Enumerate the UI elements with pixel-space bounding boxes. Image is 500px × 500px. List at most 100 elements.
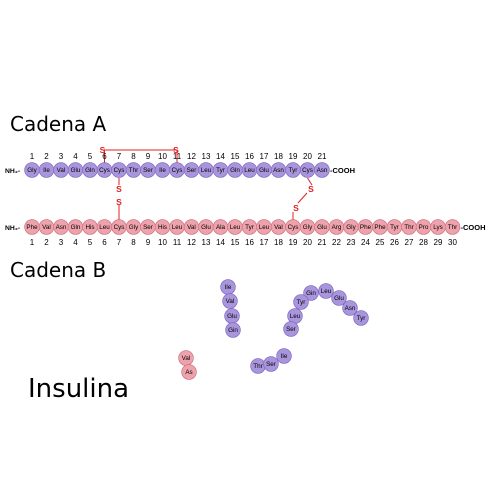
chain-a-residue-16: Leu: [241, 162, 258, 178]
chain-a-residue-7-label: Cys: [114, 167, 125, 174]
chain-b-number-2: 2: [44, 238, 49, 247]
chain-b-residue-8-label: Gly: [129, 224, 139, 231]
chain-a-residue-13-label: Leu: [201, 167, 212, 174]
chain-b-residue-1: Phe: [24, 219, 40, 235]
chain-a-residue-16-label: Leu: [244, 167, 255, 174]
chain-a-residue-20: Cys: [299, 162, 316, 178]
chain-b-residue-1-label: Phe: [26, 224, 38, 231]
chain-a-residue-10: Ile: [154, 162, 171, 178]
chain-a-number-12: 12: [187, 152, 196, 161]
chain-b-residue-5: His: [82, 219, 98, 235]
chain-b-number-5: 5: [88, 238, 93, 247]
chain-a-number-10: 10: [158, 152, 167, 161]
chain-b-residue-21: Glu: [314, 219, 330, 235]
chain-a-residue-1-label: Gly: [27, 167, 37, 174]
chain-b-residue-8: Gly: [125, 219, 142, 235]
chain-b-residue-22: Arg: [328, 219, 345, 235]
fragment-residue-13-bead: [276, 348, 292, 364]
fragment-residue-15: Ser: [263, 356, 279, 372]
chain-b-residue-13-label: Glu: [201, 224, 211, 231]
disulfide-bond-a20-b19-mid: [297, 192, 308, 204]
chain-b-residue-30: Thr: [444, 219, 461, 235]
chain-b-number-1: 1: [30, 238, 35, 247]
chain-b-residue-23: Gly: [343, 219, 359, 235]
chain-b-residue-12-label: Val: [187, 224, 196, 231]
chain-a-residue-10-label: Ile: [159, 167, 166, 174]
chain-b-residue-18-label: Val: [274, 224, 283, 231]
chain-a-number-4: 4: [73, 152, 78, 161]
chain-a-residue-12-label: Ser: [187, 167, 197, 174]
fragment-residue-7: Tyr: [293, 294, 309, 310]
fragment-residue-8-bead: [331, 290, 347, 306]
fragment-residue-2-label: Val: [226, 298, 235, 305]
chain-b-number-6: 6: [102, 238, 107, 247]
chain-b-residue-19: Cys: [285, 219, 301, 235]
chain-b-residue-15-label: Leu: [230, 224, 241, 231]
chain-b-residue-17-label: Leu: [259, 224, 270, 231]
chain-a-number-21: 21: [318, 152, 327, 161]
chain-b-residue-20-label: Gly: [303, 224, 313, 231]
chain-b-residue-24: Phe: [357, 219, 374, 235]
fragment-residue-8-label: Glu: [334, 295, 344, 302]
chain-b-residue-11: Leu: [169, 219, 185, 235]
chain-a-number-8: 8: [131, 152, 136, 161]
chain-b-residue-28: Pro: [415, 219, 432, 235]
fragment-residue-9-label: Leu: [290, 313, 301, 320]
chain-b-residue-10: His: [154, 219, 171, 235]
chain-b-label: Cadena B: [10, 258, 107, 282]
fragment-residue-6: Leu: [318, 283, 334, 299]
chain-b-residue-26-label: Tyr: [390, 224, 399, 231]
sulfur-a6: S: [100, 145, 106, 155]
fragment-residue-5-label: Gin: [306, 290, 316, 297]
chain-b-residue-27: Thr: [401, 219, 417, 235]
chain-b-residue-24-label: Phe: [360, 224, 372, 231]
chain-b-number-30: 30: [448, 238, 457, 247]
fragment-residue-3-label: Glu: [227, 313, 237, 320]
chain-b-number-3: 3: [59, 238, 64, 247]
chain-a-residue-9: Ser: [140, 162, 156, 178]
chain-b-residue-18: Val: [270, 219, 287, 235]
fragment-residue-7-label: Tyr: [297, 299, 306, 306]
chain-a-number-1: 1: [30, 152, 35, 161]
chain-b-residue-7-label: Cys: [114, 224, 125, 231]
fragment-residue-4-label: Gin: [228, 327, 238, 334]
chain-a-number-6: 6: [102, 152, 107, 161]
chain-a-residue-9-label: Ser: [143, 167, 153, 174]
chain-b-number-16: 16: [245, 238, 254, 247]
chain-b-residue-20: Gly: [299, 219, 316, 235]
chain-b-residue-16-label: Tyr: [245, 224, 254, 231]
chain-b-residue-30-bead: [444, 219, 461, 235]
chain-a-label: Cadena A: [10, 112, 107, 136]
chain-b-residue-17: Leu: [256, 219, 272, 235]
chain-b-number-4: 4: [73, 238, 78, 247]
chain-b-number-29: 29: [434, 238, 443, 247]
chain-a-residue-5-label: Gln: [85, 167, 95, 174]
chain-b-residue-13: Glu: [198, 219, 214, 235]
chain-a-residue-5: Gln: [82, 162, 98, 178]
chain-b-residue-4-label: Gln: [71, 224, 81, 231]
chain-a-residue-6-label: Cys: [99, 167, 110, 174]
fragment-residue-14: Thr: [250, 358, 266, 374]
chain-b-number-18: 18: [274, 238, 283, 247]
chain-b-residue-28-label: Pro: [419, 224, 429, 231]
fragment-residue-14-label: Thr: [253, 363, 262, 370]
chain-b-number-7: 7: [117, 238, 122, 247]
chain-a-residue-7: Cys: [111, 162, 127, 178]
chain-a-number-19: 19: [289, 152, 298, 161]
chain-a-c-terminus: -COOH: [330, 166, 355, 175]
chain-a-number-2: 2: [44, 152, 49, 161]
chain-a-residue-8-label: Thr: [129, 167, 138, 174]
chain-a-residue-14: Tyr: [212, 162, 229, 178]
fragment-residue-13: Ile: [276, 348, 292, 364]
fragment-residue-15-label: Ser: [266, 361, 276, 368]
chain-a-residue-14-label: Tyr: [216, 167, 225, 174]
fragment-residue-1: Ile: [220, 279, 236, 295]
chain-b-number-22: 22: [332, 238, 341, 247]
chain-b-residue-10-label: His: [158, 224, 167, 231]
fragment-residue-15-bead: [263, 356, 279, 372]
fragment-residue-10: Asn: [342, 300, 358, 316]
fragment-residue-4: Gin: [225, 322, 241, 338]
sulfur-b7: S: [116, 197, 122, 207]
chain-a-residue-11-label: Cys: [172, 167, 183, 174]
chain-b-number-15: 15: [231, 238, 240, 247]
